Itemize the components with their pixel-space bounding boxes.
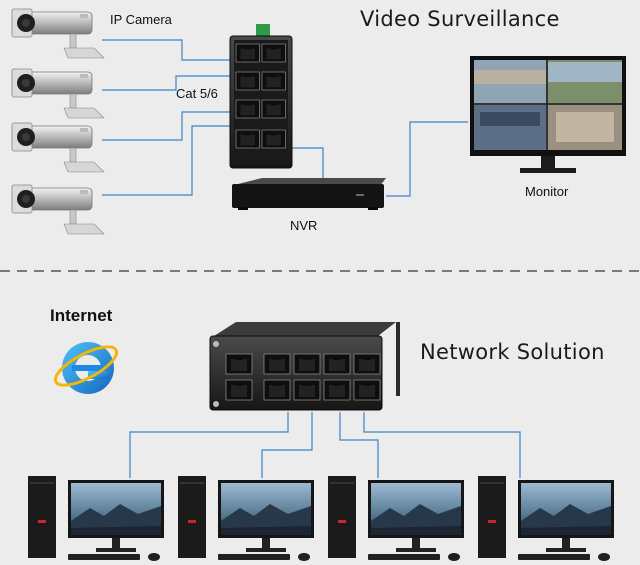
monitor-icon: [470, 56, 626, 173]
nvr-icon: [232, 178, 386, 210]
desktop-pc-icon: [28, 476, 164, 561]
ethernet-switch-icon: [229, 24, 293, 169]
ip-camera-icon: [11, 8, 105, 59]
ip-camera-icon: [11, 68, 105, 119]
video-surveillance-title: Video Surveillance: [360, 7, 560, 31]
ip-camera-label: IP Camera: [110, 12, 172, 27]
network-solution-title: Network Solution: [420, 340, 605, 364]
monitor-label: Monitor: [525, 184, 569, 199]
pc-links: [129, 412, 521, 478]
ethernet-switch-icon: [209, 322, 400, 411]
ip-camera-icon: [11, 184, 105, 235]
internet-explorer-icon: [53, 342, 119, 394]
cable-label: Cat 5/6: [176, 86, 218, 101]
camera-links: [102, 39, 468, 197]
nvr-label: NVR: [290, 218, 318, 233]
desktop-pc-icon: [328, 476, 464, 561]
ip-camera-icon: [11, 122, 105, 173]
internet-label: Internet: [50, 306, 113, 325]
desktop-pc-icon: [178, 476, 314, 561]
desktop-pc-icon: [478, 476, 614, 561]
